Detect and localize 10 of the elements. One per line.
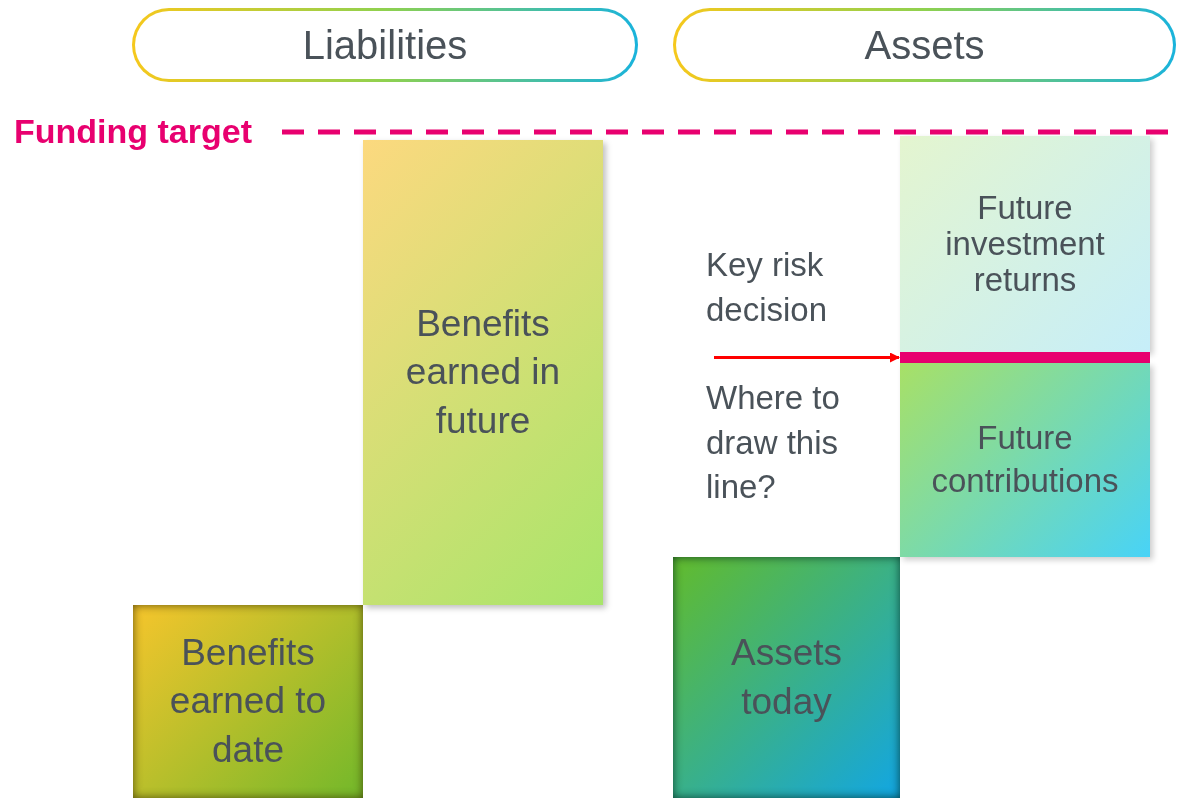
note-text: Key risk decision bbox=[706, 245, 829, 330]
liability-block: Benefits earned in future bbox=[363, 140, 603, 605]
note-text: Where to draw this line? bbox=[706, 378, 841, 508]
asset-block: Assets today bbox=[673, 557, 900, 798]
asset-block: Future contributions bbox=[900, 363, 1150, 557]
divider-bar bbox=[900, 352, 1150, 363]
liability-block: Benefits earned to date bbox=[133, 605, 363, 798]
funding-target-label: Funding target bbox=[14, 112, 252, 151]
arrow bbox=[714, 352, 900, 363]
asset-block: Future investment returns bbox=[900, 136, 1150, 352]
